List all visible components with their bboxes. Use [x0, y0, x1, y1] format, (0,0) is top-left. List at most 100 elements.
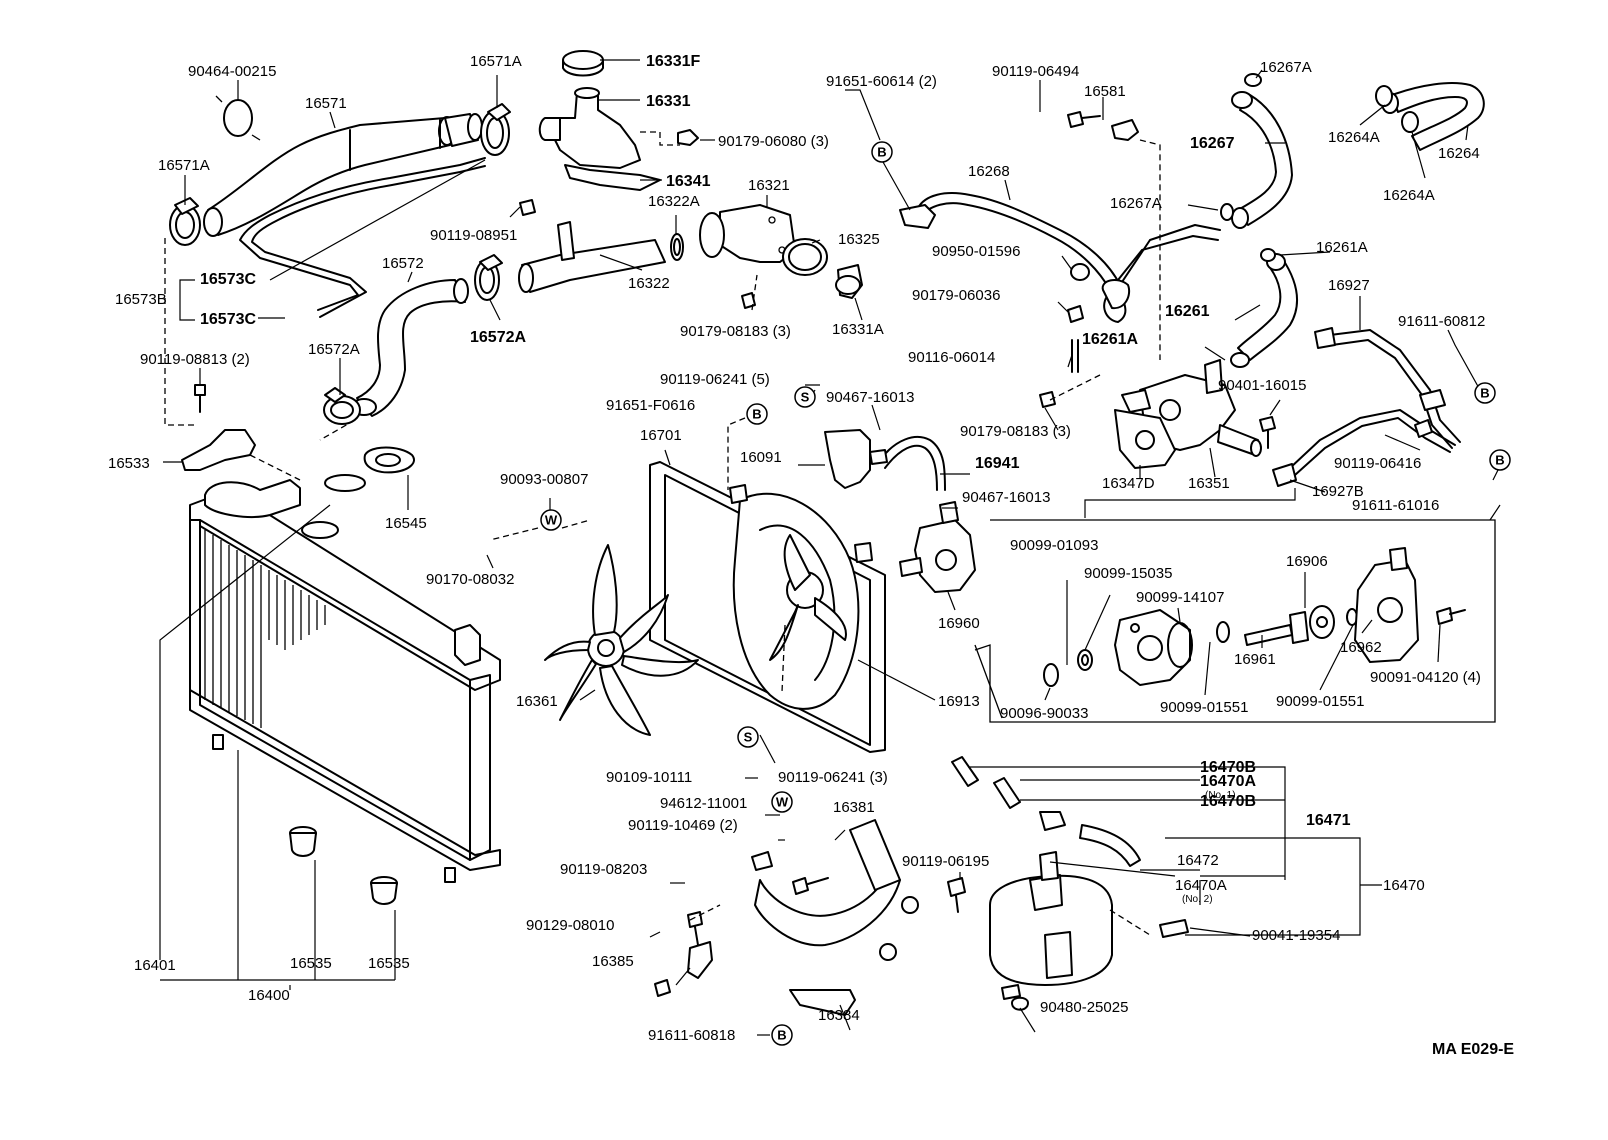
label-16535-b: 16535 — [368, 955, 410, 972]
diagram-code: MA E029-E — [1432, 1041, 1514, 1058]
label-90119-06416: 90119-06416 — [1334, 455, 1421, 472]
cap-tube — [324, 474, 366, 492]
fan-bracket-16381 — [754, 819, 919, 961]
label-90179-08183-b: 90179-08183 (3) — [960, 423, 1071, 440]
svg-text:B: B — [777, 1028, 786, 1043]
svg-text:W: W — [776, 795, 789, 810]
heater-clamp — [1067, 263, 1131, 373]
label-16533: 16533 — [108, 455, 150, 472]
label-16267A-mid: 16267A — [1110, 195, 1162, 212]
label-90179-08183-a: 90179-08183 (3) — [680, 323, 791, 340]
label-16941: 16941 — [975, 455, 1020, 472]
bolts-fan — [654, 851, 829, 997]
vsv-16091 — [824, 429, 888, 489]
lower-hose-16572 — [351, 278, 469, 417]
label-16572A-left: 16572A — [308, 341, 360, 358]
label-16927: 16927 — [1328, 277, 1370, 294]
label-16572: 16572 — [382, 255, 424, 272]
label-16535-a: 16535 — [290, 955, 332, 972]
marker-S-90119-06241-a: S — [794, 386, 816, 408]
cushion-16535-b — [370, 876, 398, 905]
label-90096-90033: 90096-90033 — [1000, 705, 1088, 722]
label-16470: 16470 — [1383, 877, 1425, 894]
fan-shroud-16701 — [649, 461, 886, 753]
hose-clamp-16571A-left — [169, 197, 201, 246]
label-90091-04120: 90091-04120 (4) — [1370, 669, 1481, 686]
upper-hose-16571 — [203, 113, 483, 237]
label-16321: 16321 — [748, 177, 790, 194]
label-16351: 16351 — [1188, 475, 1230, 492]
label-90464-00215: 90464-00215 — [188, 63, 276, 80]
svg-text:B: B — [877, 145, 886, 160]
label-16470B-a: 16470B — [1200, 759, 1256, 776]
vacuum-pump-exploded-view — [974, 519, 1496, 723]
part-labels: 16331F 16331 90179-06080 (3) 16341 90464… — [108, 53, 1514, 1058]
label-16401: 16401 — [134, 957, 176, 974]
label-90119-06241-b: 90119-06241 (3) — [778, 769, 888, 786]
label-94612-11001: 94612-11001 — [660, 795, 747, 812]
label-16261A-top: 16261A — [1316, 239, 1368, 256]
label-16571: 16571 — [305, 95, 347, 112]
label-16571A-top: 16571A — [470, 53, 522, 70]
label-16573C-b: 16573C — [200, 311, 256, 328]
radiator-cap — [562, 50, 604, 77]
fan-16361 — [544, 544, 699, 736]
hose-16264 — [1381, 82, 1485, 151]
label-16471: 16471 — [1306, 812, 1351, 829]
marker-S-90119-06241-b: S — [737, 726, 759, 748]
hose-clamp-16571A-top — [480, 103, 511, 156]
sensor-90464 — [215, 95, 261, 141]
label-16381: 16381 — [833, 799, 875, 816]
gasket-16325 — [782, 238, 828, 276]
label-16961: 16961 — [1234, 651, 1276, 668]
label-90170-08032: 90170-08032 — [426, 571, 514, 588]
label-90179-06036: 90179-06036 — [912, 287, 1000, 304]
marker-W-94612: W — [771, 791, 793, 813]
label-16927B: 16927B — [1312, 483, 1364, 500]
label-16960: 16960 — [938, 615, 980, 632]
label-90099-01093: 90099-01093 — [1010, 537, 1098, 554]
svg-text:B: B — [1495, 453, 1504, 468]
svg-text:W: W — [545, 513, 558, 528]
label-16261A-mid: 16261A — [1082, 331, 1138, 348]
label-16325: 16325 — [838, 231, 880, 248]
label-16400: 16400 — [248, 987, 290, 1004]
label-16347D: 16347D — [1102, 475, 1155, 492]
bracket-16581 — [1067, 111, 1139, 141]
marker-W-90093: W — [540, 509, 562, 531]
label-16906: 16906 — [1286, 553, 1328, 570]
label-16470B-b: 16470B — [1200, 793, 1256, 810]
marker-B-91611-60818: B — [771, 1024, 793, 1046]
vacuum-pump-16960 — [899, 501, 976, 593]
hose-clamp-16572A-right — [474, 254, 503, 301]
label-16573B: 16573B — [115, 291, 167, 308]
label-16470A-a-sub: (No. 1) — [1205, 790, 1236, 801]
label-90467-16013-a: 90467-16013 — [826, 389, 914, 406]
label-16470A-b: 16470A — [1175, 877, 1227, 894]
label-16331: 16331 — [646, 93, 691, 110]
hose-clamp-16572A-left — [323, 387, 361, 425]
bypass-pipe-16573B — [239, 157, 486, 318]
label-16267A-top: 16267A — [1260, 59, 1312, 76]
label-16322: 16322 — [628, 275, 670, 292]
label-90480-25025: 90480-25025 — [1040, 999, 1128, 1016]
label-16962: 16962 — [1340, 639, 1382, 656]
label-16573C-a: 16573C — [200, 271, 256, 288]
marker-B-91611-61016: B — [1489, 449, 1511, 471]
label-90119-08813: 90119-08813 (2) — [140, 351, 250, 368]
svg-text:S: S — [744, 730, 753, 745]
marker-B-91651-60614: B — [871, 141, 893, 163]
hose-16261 — [1237, 253, 1298, 361]
label-16572A-right: 16572A — [470, 329, 526, 346]
svg-text:B: B — [752, 407, 761, 422]
label-90093-00807: 90093-00807 — [500, 471, 588, 488]
label-16545: 16545 — [385, 515, 427, 532]
label-90109-10111: 90109-10111 — [606, 769, 692, 786]
label-16385: 16385 — [592, 953, 634, 970]
bracket-16385 — [687, 941, 713, 979]
ts-bracket — [1039, 389, 1276, 449]
label-16701: 16701 — [640, 427, 682, 444]
label-16470A-a: 16470A — [1200, 773, 1256, 790]
label-90099-01551-b: 90099-01551 — [1276, 693, 1364, 710]
